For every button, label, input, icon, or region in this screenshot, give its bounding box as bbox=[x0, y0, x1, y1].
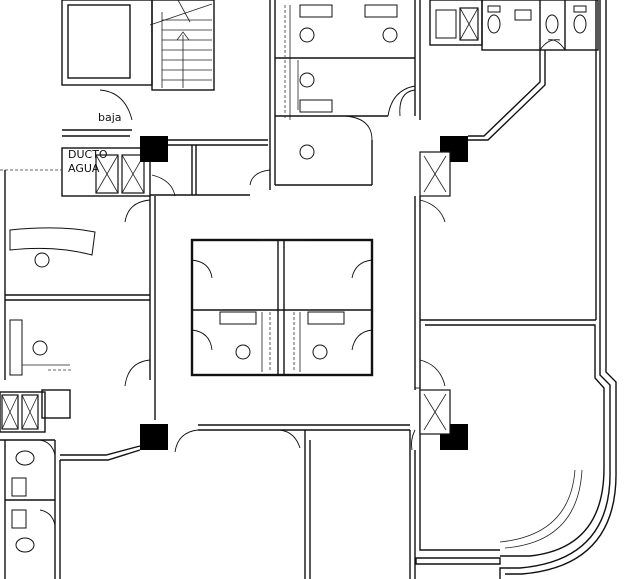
left-offices bbox=[0, 169, 156, 420]
central-island bbox=[190, 238, 374, 377]
bottom-left-restrooms bbox=[0, 389, 71, 579]
duct-label-line2: AGUA bbox=[68, 162, 100, 175]
top-restrooms bbox=[429, 0, 599, 51]
water-duct bbox=[61, 147, 151, 197]
stairs-down-label: baja bbox=[98, 111, 122, 124]
stairs bbox=[61, 0, 215, 137]
corridor-top bbox=[150, 139, 268, 197]
corridor-walls bbox=[399, 50, 546, 390]
outer-envelope bbox=[415, 0, 617, 579]
bottom-offices bbox=[60, 387, 420, 579]
top-offices bbox=[249, 0, 421, 190]
duct-label-line1: DUCTO bbox=[68, 148, 108, 161]
structural-columns bbox=[140, 136, 468, 450]
shafts-right bbox=[419, 151, 451, 435]
